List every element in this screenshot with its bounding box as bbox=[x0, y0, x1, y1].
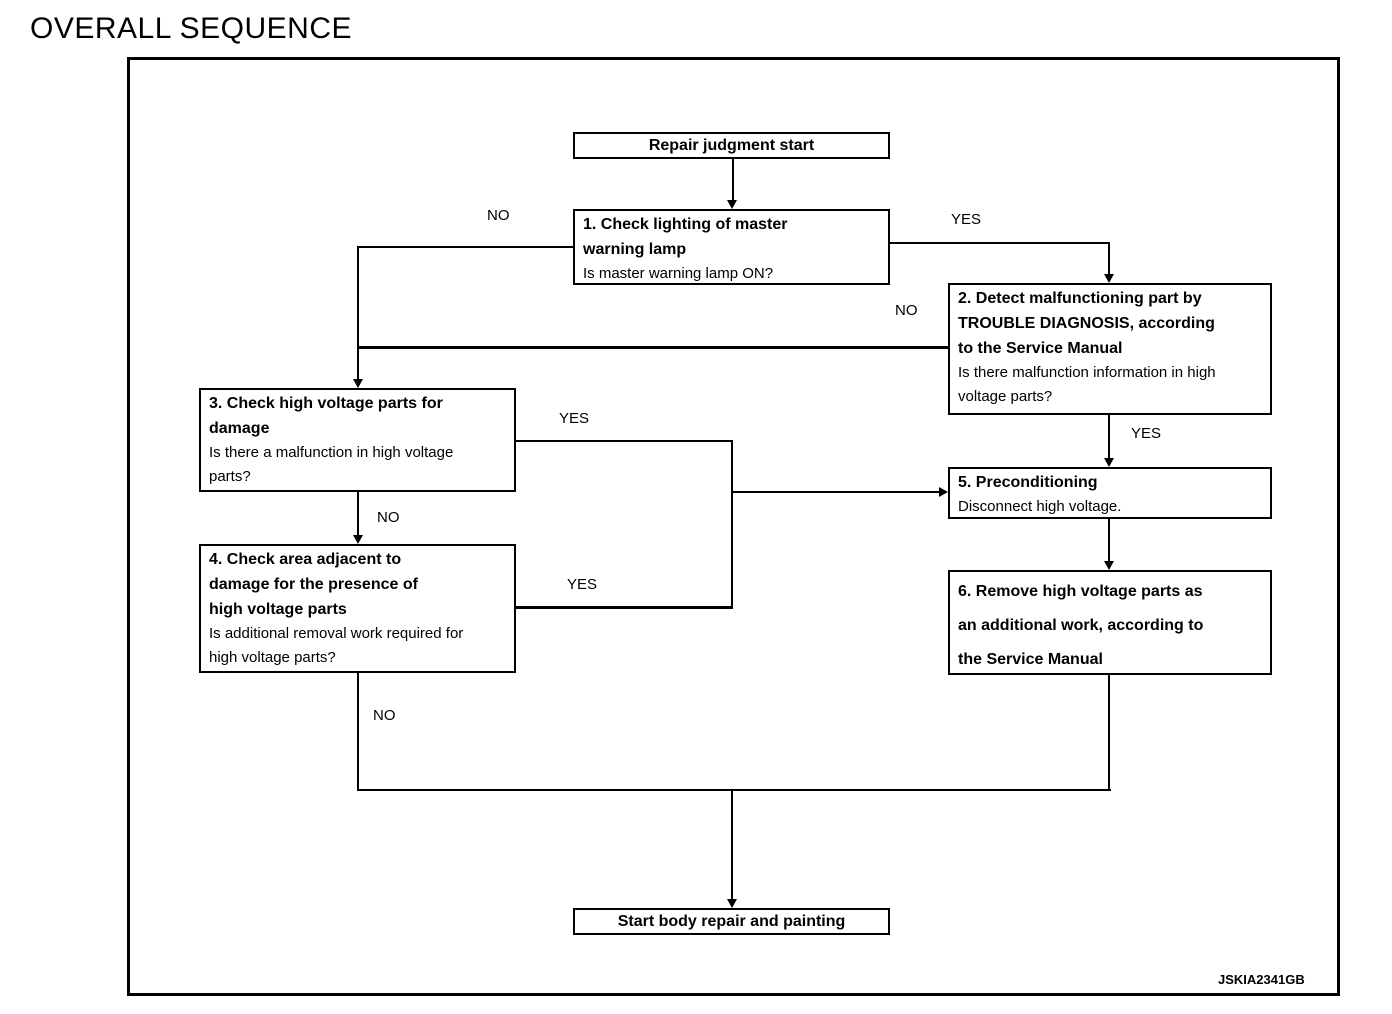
connector-bottom-h bbox=[357, 789, 1111, 791]
page-title: OVERALL SEQUENCE bbox=[30, 12, 352, 45]
arrowhead-step3-in bbox=[353, 379, 363, 388]
connector-step4-yes-h bbox=[516, 606, 733, 609]
node-step5: 5. Preconditioning Disconnect high volta… bbox=[948, 467, 1272, 519]
connector-step6-down-v bbox=[1108, 675, 1110, 791]
connector-step3-yes-h bbox=[516, 440, 733, 442]
branch-label-step1-no: NO bbox=[487, 207, 510, 224]
arrowhead-step5-in-top bbox=[1104, 458, 1114, 467]
connector-step1-yes-h bbox=[890, 242, 1110, 244]
connector-step5-to-step6-v bbox=[1108, 519, 1110, 563]
node-step4-question: Is additional removal work required for … bbox=[209, 625, 464, 666]
connector-step1-yes-v bbox=[1108, 242, 1110, 276]
node-step1-question: Is master warning lamp ON? bbox=[583, 265, 774, 282]
branch-label-step2-no: NO bbox=[895, 302, 918, 319]
branch-label-step3-no: NO bbox=[377, 509, 400, 526]
node-step1: 1. Check lighting of master warning lamp… bbox=[573, 209, 890, 285]
node-end-label: Start body repair and painting bbox=[617, 912, 846, 930]
node-start-label: Repair judgment start bbox=[648, 136, 815, 154]
connector-step1-no-v bbox=[357, 246, 359, 381]
node-step3-title: 3. Check high voltage parts for damage bbox=[209, 395, 443, 437]
node-step6: 6. Remove high voltage parts as an addit… bbox=[948, 570, 1272, 675]
connector-step1-no-h bbox=[357, 246, 573, 248]
arrowhead-end-in bbox=[727, 899, 737, 908]
node-step2: 2. Detect malfunctioning part by TROUBLE… bbox=[948, 283, 1272, 415]
node-step4: 4. Check area adjacent to damage for the… bbox=[199, 544, 516, 673]
figure-code: JSKIA2341GB bbox=[1218, 972, 1305, 987]
arrowhead-step6-in bbox=[1104, 561, 1114, 570]
node-step6-title: 6. Remove high voltage parts as an addit… bbox=[958, 583, 1204, 668]
arrowhead-step5-in-left bbox=[939, 487, 948, 497]
node-step4-title: 4. Check area adjacent to damage for the… bbox=[209, 551, 418, 618]
node-step2-question: Is there malfunction information in high… bbox=[958, 364, 1216, 405]
connector-start-to-step1 bbox=[732, 159, 734, 201]
connector-yes-merge-v bbox=[731, 440, 733, 608]
connector-step4-no-v bbox=[357, 673, 359, 791]
branch-label-step4-no: NO bbox=[373, 707, 396, 724]
node-step5-title: 5. Preconditioning bbox=[958, 474, 1098, 491]
branch-label-step3-yes: YES bbox=[559, 410, 590, 427]
arrowhead-step4-in bbox=[353, 535, 363, 544]
node-step1-title: 1. Check lighting of master warning lamp bbox=[583, 216, 788, 258]
branch-label-step2-yes: YES bbox=[1131, 425, 1162, 442]
connector-step3-no-v bbox=[357, 492, 359, 537]
connector-step2-no-h bbox=[357, 346, 948, 349]
node-step3-question: Is there a malfunction in high voltage p… bbox=[209, 444, 454, 485]
connector-step2-yes-v bbox=[1108, 415, 1110, 460]
arrowhead-step2-in bbox=[1104, 274, 1114, 283]
node-step2-title: 2. Detect malfunctioning part by TROUBLE… bbox=[958, 290, 1215, 357]
node-start: Repair judgment start bbox=[573, 132, 890, 159]
branch-label-step1-yes: YES bbox=[951, 211, 982, 228]
connector-to-end-v bbox=[731, 789, 733, 901]
arrowhead-step1-in bbox=[727, 200, 737, 209]
connector-merge-to-step5-h bbox=[731, 491, 939, 493]
node-step3: 3. Check high voltage parts for damage I… bbox=[199, 388, 516, 492]
node-step5-question: Disconnect high voltage. bbox=[958, 498, 1122, 515]
branch-label-step4-yes: YES bbox=[567, 576, 598, 593]
node-end: Start body repair and painting bbox=[573, 908, 890, 935]
